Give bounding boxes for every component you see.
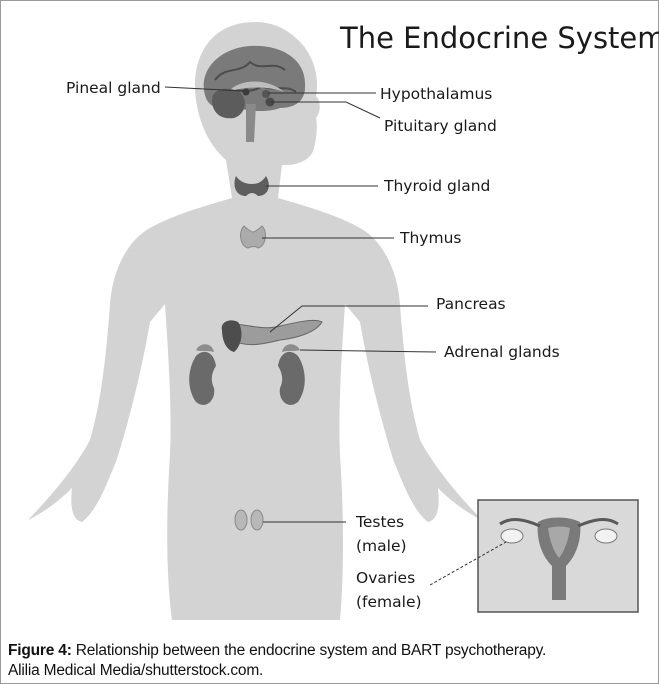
- label-thymus: Thymus: [399, 229, 461, 247]
- caption-credit: Alilia Medical Media/shutterstock.com.: [8, 662, 263, 679]
- pineal-gland: [243, 89, 250, 96]
- figure-caption: Figure 4: Relationship between the endoc…: [8, 641, 653, 681]
- label-testes-sub: (male): [356, 537, 407, 555]
- right-testis: [251, 510, 263, 530]
- right-ovary: [595, 529, 617, 543]
- left-ovary: [501, 529, 523, 543]
- label-hypothalamus: Hypothalamus: [380, 85, 492, 103]
- label-ovaries-sub: (female): [356, 593, 422, 611]
- hypothalamus-organ: [262, 90, 270, 98]
- label-pituitary: Pituitary gland: [384, 117, 497, 135]
- endocrine-diagram: The Endocrine System Pineal gland Hypoth…: [0, 0, 659, 640]
- label-thyroid: Thyroid gland: [383, 177, 490, 195]
- label-testes: Testes: [355, 513, 404, 531]
- label-adrenal: Adrenal glands: [444, 343, 560, 361]
- diagram-title: The Endocrine System: [339, 21, 659, 55]
- left-testis: [235, 510, 247, 530]
- label-pineal: Pineal gland: [66, 79, 161, 97]
- caption-figure-label: Figure 4:: [8, 642, 72, 659]
- label-ovaries: Ovaries: [356, 569, 415, 587]
- label-pancreas: Pancreas: [436, 295, 506, 313]
- caption-text: Relationship between the endocrine syste…: [72, 642, 546, 659]
